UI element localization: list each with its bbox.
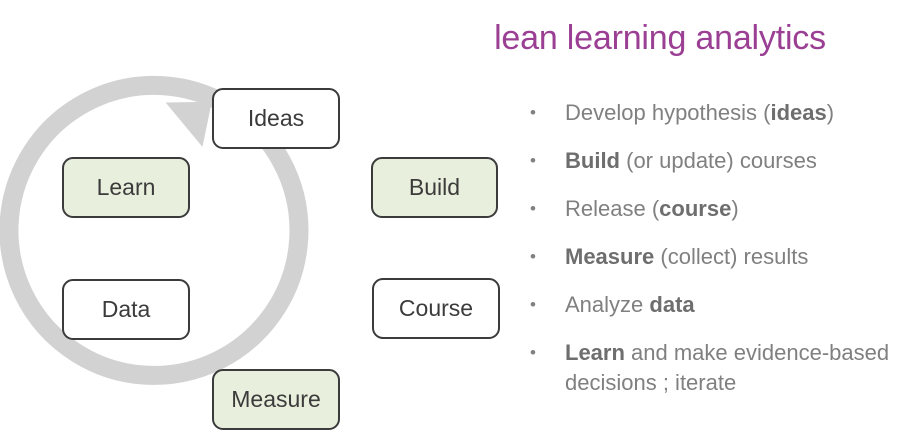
bullet-item-label: Learn and make evidence-based decisions … — [565, 340, 890, 395]
bullet-item-label: Release (course) — [565, 196, 739, 221]
bullet-item-label: Analyze data — [565, 292, 695, 317]
cycle-node-data[interactable]: Data — [62, 279, 190, 340]
cycle-node-ideas[interactable]: Ideas — [212, 88, 340, 149]
cycle-diagram: Ideas Build Course Measure Data Learn — [0, 75, 500, 430]
bullet-item-measure: • Measure (collect) results — [520, 242, 900, 272]
bullet-item-build: • Build (or update) courses — [520, 146, 900, 176]
bullet-marker-icon: • — [530, 103, 536, 122]
bullet-item-label: Build (or update) courses — [565, 148, 817, 173]
cycle-ring-arrow-icon — [0, 75, 309, 385]
page-title: lean learning analytics — [494, 19, 826, 57]
bullet-item-label: Develop hypothesis (ideas) — [565, 100, 835, 125]
bullet-item-course: • Release (course) — [520, 194, 900, 224]
cycle-node-label: Measure — [231, 386, 321, 412]
cycle-node-build[interactable]: Build — [371, 157, 498, 218]
cycle-node-measure[interactable]: Measure — [212, 369, 340, 430]
bullet-marker-icon: • — [530, 151, 536, 170]
bullet-marker-icon: • — [530, 199, 536, 218]
bullet-list: • Develop hypothesis (ideas) • Build (or up… — [520, 98, 900, 398]
bullet-item-data: • Analyze data — [520, 290, 900, 320]
bullet-item-label: Measure (collect) results — [565, 244, 809, 269]
bullet-marker-icon: • — [530, 343, 536, 362]
cycle-node-learn[interactable]: Learn — [62, 157, 190, 218]
bullet-item-ideas: • Develop hypothesis (ideas) — [520, 98, 900, 128]
bullet-marker-icon: • — [530, 295, 536, 314]
cycle-node-label: Ideas — [247, 105, 305, 131]
cycle-node-label: Course — [398, 295, 474, 321]
bullet-marker-icon: • — [530, 247, 536, 266]
cycle-node-course[interactable]: Course — [372, 278, 500, 339]
cycle-node-label: Build — [408, 174, 461, 200]
bullet-item-learn: • Learn and make evidence-based decisions… — [520, 338, 900, 398]
cycle-node-label: Learn — [96, 174, 156, 200]
cycle-node-label: Data — [101, 296, 151, 322]
